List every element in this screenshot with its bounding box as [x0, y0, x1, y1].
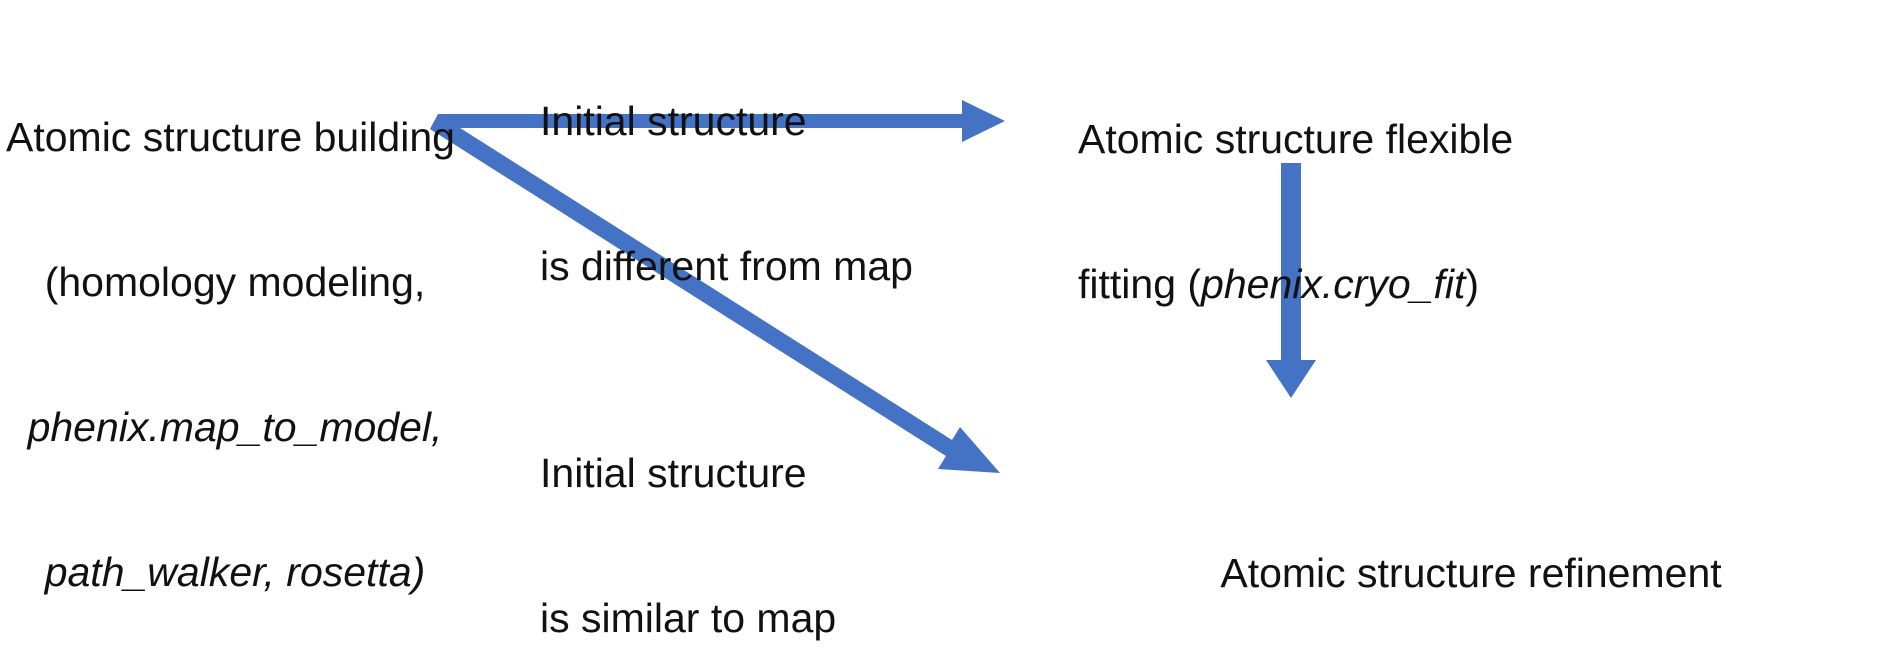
edge-label-different-from-map: Initial structure is different from map [540, 0, 940, 387]
edge-label-similar-to-map: Initial structure is similar to map [540, 352, 940, 662]
node-atomic-structure-refinement[interactable]: Atomic structure refinement (phenix.real… [1058, 452, 1884, 662]
node-atomic-structure-building[interactable]: Atomic structure building (homology mode… [0, 16, 470, 662]
fitting-line-2-command: phenix.cryo_fit [1201, 260, 1466, 307]
edge-label-similar-line-1: Initial structure [540, 449, 807, 496]
node-atomic-structure-flexible-fitting[interactable]: Atomic structure flexible fitting (pheni… [1078, 18, 1548, 405]
edge-label-different-line-1: Initial structure [540, 97, 807, 144]
fitting-line-2: fitting (phenix.cryo_fit) [1078, 260, 1548, 308]
building-line-3: phenix.map_to_model, [27, 404, 443, 450]
fitting-line-2-prefix: fitting ( [1078, 260, 1202, 307]
building-line-2: (homology modeling, [44, 258, 426, 305]
edge-label-similar-line-2: is similar to map [540, 594, 837, 641]
fitting-line-1: Atomic structure flexible [1078, 115, 1514, 162]
building-line-1: Atomic structure building [6, 113, 455, 160]
refinement-line-1: Atomic structure refinement [1220, 549, 1722, 596]
fitting-line-2-suffix: ) [1465, 260, 1480, 307]
edge-label-different-line-2: is different from map [540, 242, 913, 289]
building-line-4-italic: path_walker, rosetta) [44, 549, 426, 596]
building-line-4: path_walker, rosetta) [0, 548, 470, 596]
